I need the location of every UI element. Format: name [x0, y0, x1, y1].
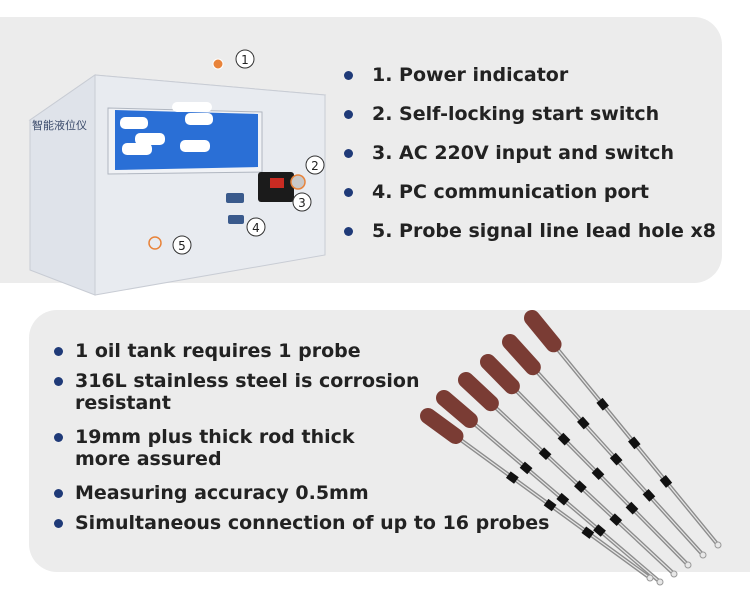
feature-item: 5. Probe signal line lead hole x8 [344, 220, 716, 259]
probe-tip [714, 541, 722, 549]
screen-probe-card [135, 133, 165, 145]
probe-clip [543, 498, 557, 512]
feature-item: 1. Power indicator [344, 64, 716, 103]
probe-feature-item: 19mm plus thick rod thick more assured [54, 426, 385, 482]
probe-clip [596, 397, 609, 411]
probe-feature-item: 316L stainless steel is corrosion resist… [54, 370, 425, 426]
level-gauge-device: 智能液位仪 1 2 3 4 5 [28, 49, 327, 296]
bullet-icon [54, 433, 63, 442]
probe-clip [625, 501, 639, 515]
probe-clip [556, 492, 570, 506]
feature-item: 2. Self-locking start switch [344, 103, 716, 142]
probe-clip [577, 416, 590, 430]
probe-clip [557, 432, 571, 446]
probe-tip [699, 551, 707, 559]
probe-clip [505, 471, 519, 484]
svg-text:4: 4 [252, 221, 260, 235]
probe-rod [524, 310, 722, 549]
probe-clip [593, 524, 606, 537]
device-feature-list: 1. Power indicator 2. Self-locking start… [344, 64, 716, 259]
bullet-icon [344, 188, 353, 197]
svg-text:1: 1 [241, 53, 249, 67]
bullet-icon [344, 71, 353, 80]
callout-1: 1 [235, 49, 255, 69]
screen-probe-card [120, 117, 148, 129]
bullet-icon [344, 110, 353, 119]
probe-clip [591, 467, 605, 481]
probe-rod [420, 408, 654, 582]
probe-clip [581, 526, 595, 539]
callout-2: 2 [305, 155, 325, 175]
probe-clip [609, 513, 623, 527]
screen-probe-card [172, 102, 212, 112]
probe-clip [609, 452, 623, 466]
callout-3: 3 [292, 192, 312, 212]
probe-lead-hole [148, 236, 162, 250]
probe-head [420, 408, 464, 445]
power-indicator-icon [212, 58, 224, 70]
ac-switch [270, 178, 284, 188]
feature-item: 4. PC communication port [344, 181, 716, 220]
bullet-icon [54, 489, 63, 498]
start-switch [290, 174, 306, 190]
callout-5: 5 [172, 235, 192, 255]
probe-feature-list: 1 oil tank requires 1 probe 316L stainle… [54, 340, 549, 542]
svg-text:5: 5 [178, 239, 186, 253]
probe-tip [646, 574, 654, 582]
svg-text:3: 3 [298, 196, 306, 210]
probe-tip [670, 570, 678, 578]
svg-text:2: 2 [311, 159, 319, 173]
probe-head [436, 390, 478, 429]
probe-tip [684, 561, 692, 569]
screen-probe-card [185, 113, 213, 125]
screen-probe-card [122, 143, 152, 155]
probe-rod [480, 354, 692, 569]
probe-head [458, 372, 499, 412]
probe-clip [659, 475, 673, 488]
pc-port [228, 215, 244, 224]
feature-item: 3. AC 220V input and switch [344, 142, 716, 181]
probe-feature-item: Measuring accuracy 0.5mm [54, 482, 549, 512]
device-title: 智能液位仪 [32, 118, 87, 132]
bullet-icon [54, 347, 63, 356]
probe-rod [436, 390, 664, 586]
probe-clip [642, 488, 656, 502]
probe-rod [458, 372, 678, 578]
probe-feature-item: 1 oil tank requires 1 probe [54, 340, 549, 370]
probe-head [502, 334, 541, 376]
bullet-icon [54, 519, 63, 528]
probe-clip [574, 480, 587, 494]
probe-rod [502, 334, 707, 559]
bullet-icon [344, 227, 353, 236]
screen-probe-card [180, 140, 210, 152]
probe-clip [519, 461, 533, 475]
probe-tip [656, 578, 664, 586]
probe-feature-item: Simultaneous connection of up to 16 prob… [54, 512, 549, 542]
probe-clip [538, 447, 552, 461]
bullet-icon [54, 377, 63, 386]
bullet-icon [344, 149, 353, 158]
probe-clip [628, 436, 641, 450]
callout-4: 4 [246, 217, 266, 237]
pc-port [226, 193, 244, 203]
probe-head [524, 310, 562, 353]
probe-head [480, 354, 520, 395]
